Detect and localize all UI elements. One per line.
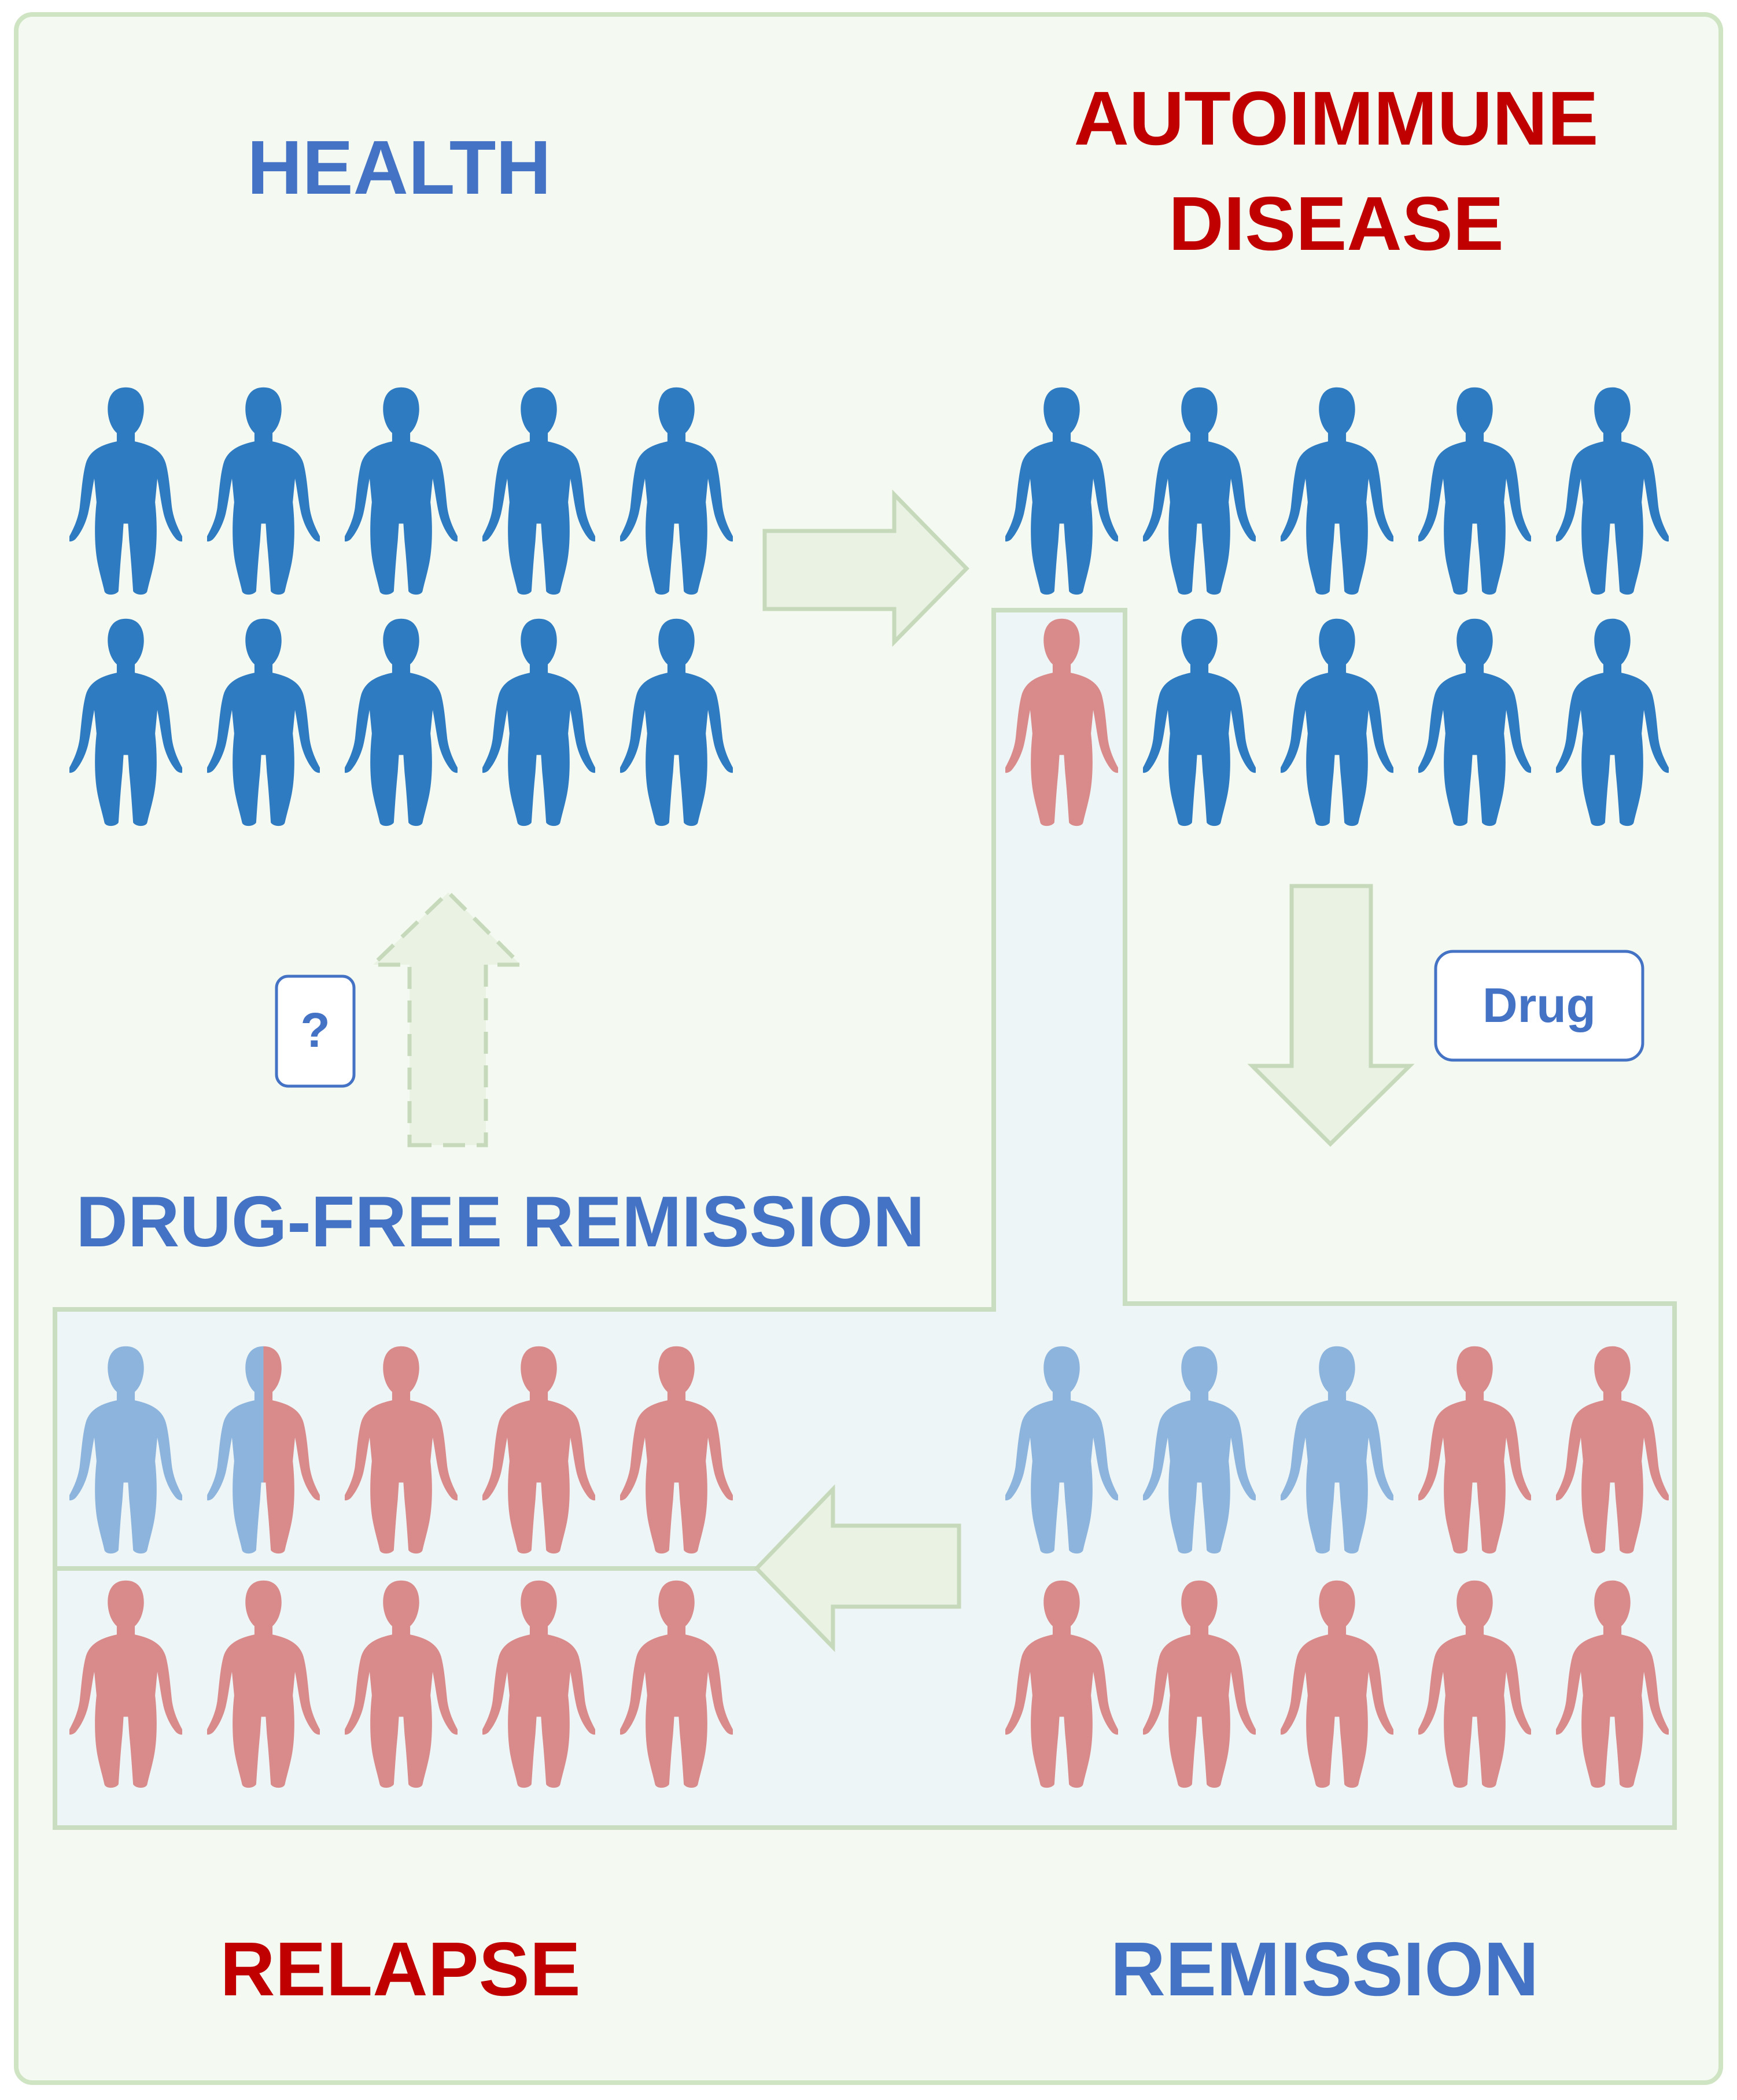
relapse-label: RELAPSE <box>220 1926 580 2012</box>
health-label: HEALTH <box>247 125 551 210</box>
disease-label: DISEASE <box>1168 181 1504 266</box>
autoimmune-label: AUTOIMMUNE <box>1074 76 1599 161</box>
remission-label: REMISSION <box>1111 1926 1539 2012</box>
arrow-health-to-disease <box>762 489 969 647</box>
arrow-remission-to-relapse <box>754 1484 961 1652</box>
arrow-drug-treatment <box>1247 884 1415 1147</box>
drug-box <box>1434 950 1644 1062</box>
question-box <box>275 975 356 1088</box>
question-label: ? <box>300 1003 330 1057</box>
drug-label: Drug <box>1482 978 1596 1032</box>
drug-free-remission-label: DRUG-FREE REMISSION <box>76 1182 924 1262</box>
arrow-to-health-uncertain <box>368 890 526 1147</box>
pathway-region <box>53 608 1677 1830</box>
